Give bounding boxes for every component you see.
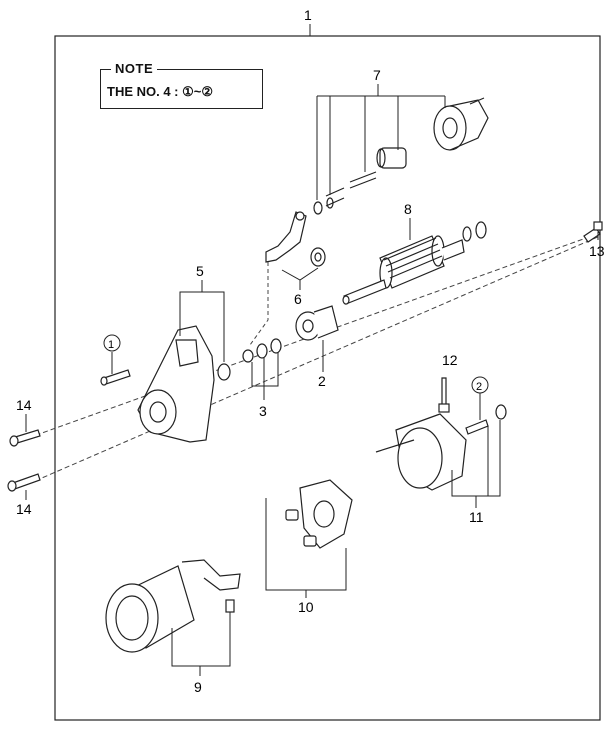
part-12-screw (438, 377, 450, 413)
part-9-yoke (105, 559, 241, 653)
callout-10: 10 (298, 599, 314, 615)
callout-11: 11 (469, 509, 484, 525)
callout-5: 5 (196, 263, 204, 279)
note-text: THE NO. 4 : ①~② (107, 84, 214, 99)
part-7-solenoid-group (313, 97, 489, 215)
callout-8: 8 (404, 201, 412, 217)
part-2-pinion-gear (295, 305, 339, 341)
part-6-leader (281, 267, 319, 281)
callout-9: 9 (194, 679, 202, 695)
part-13-bolt (583, 221, 603, 243)
part-1-bolt (100, 369, 131, 386)
callout-7: 7 (373, 67, 381, 83)
part-3-rings (242, 338, 282, 363)
circled-callout-2-label: 2 (476, 381, 482, 393)
callout-3: 3 (259, 403, 267, 419)
circled-callout-1 (103, 334, 121, 352)
part-8-armature (342, 221, 487, 305)
callout-14-lower: 14 (16, 501, 32, 517)
upper-bolt-axis (27, 232, 601, 439)
part-7-leaders (316, 84, 446, 200)
part-11-rear-bracket (375, 404, 507, 491)
callout-2: 2 (318, 373, 326, 389)
circled-callout-2 (471, 376, 489, 394)
part-9-leader (171, 612, 231, 667)
callout-6: 6 (294, 291, 302, 307)
part-14-bolts (7, 429, 41, 492)
assembly-number-label: 1 (304, 7, 312, 23)
part-3-leader (251, 352, 279, 387)
callout-12: 12 (442, 352, 458, 368)
part-11-leader (451, 420, 501, 497)
circled-callout-1-label: 1 (108, 339, 114, 351)
note-box: NOTE THE NO. 4 : ①~② (100, 61, 263, 109)
part-6-drive-lever (265, 211, 326, 267)
lower-bolt-axis (27, 235, 601, 485)
assembly-frame (54, 35, 601, 721)
callout-14-upper: 14 (16, 397, 32, 413)
part-5-front-housing (137, 325, 231, 443)
note-title: NOTE (111, 61, 158, 76)
callout-13: 13 (589, 243, 605, 259)
lever-axis (249, 262, 269, 346)
part-10-brush-holder (285, 479, 353, 549)
